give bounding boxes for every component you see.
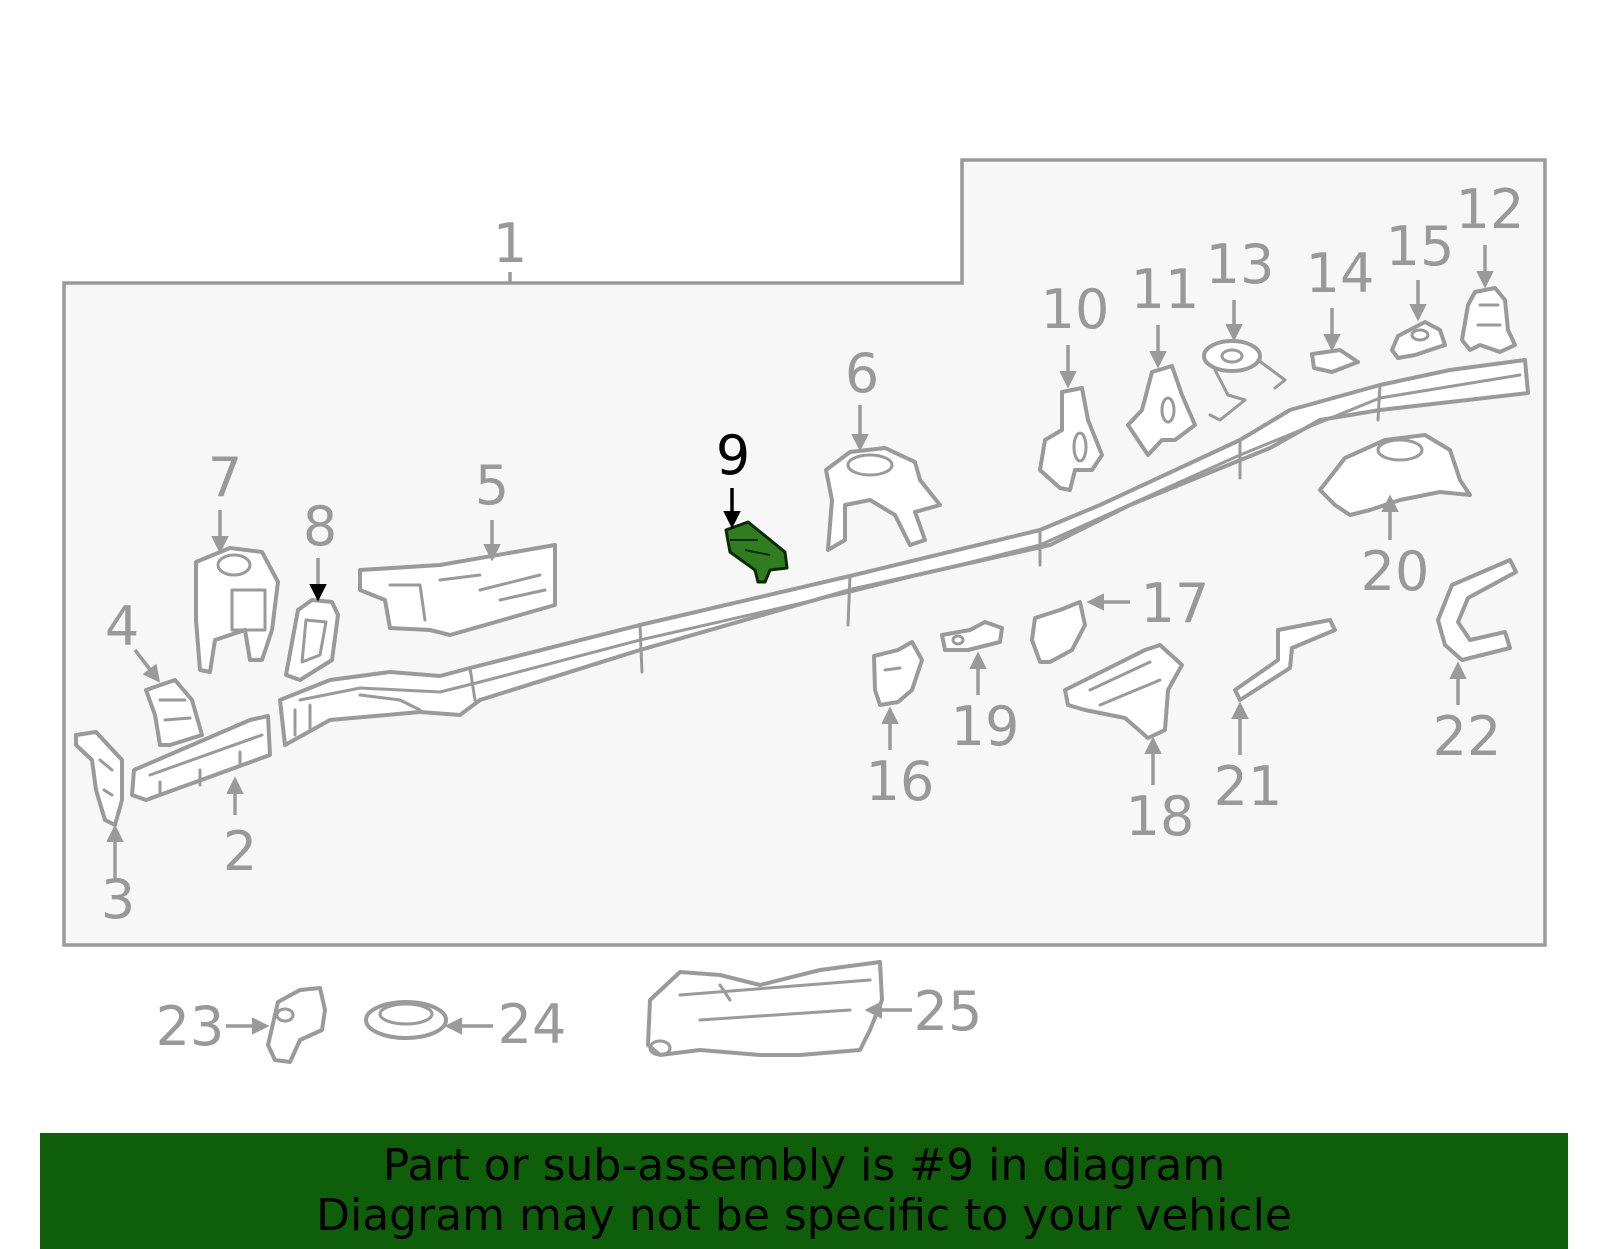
banner-line-1: Part or sub-assembly is #9 in diagram: [382, 1140, 1226, 1191]
label-22: 22: [1433, 705, 1502, 768]
label-1: 1: [493, 212, 527, 275]
part-23: [266, 986, 327, 1064]
label-14: 14: [1306, 242, 1375, 305]
label-15: 15: [1386, 215, 1455, 278]
label-12: 12: [1456, 178, 1525, 241]
label-11: 11: [1131, 258, 1200, 321]
part-19: [940, 620, 1004, 652]
leader-arrows: [106, 245, 1494, 1035]
label-7: 7: [208, 446, 242, 509]
part-17: [1030, 600, 1087, 664]
part-10: [1038, 386, 1104, 492]
part-20: [1318, 433, 1472, 517]
part-3: [74, 730, 124, 827]
label-13: 13: [1206, 233, 1275, 296]
part-24: [364, 1000, 448, 1040]
part-25: [646, 960, 884, 1057]
part-21: [1233, 618, 1337, 702]
label-21: 21: [1214, 755, 1283, 818]
label-17: 17: [1141, 572, 1210, 635]
part-16: [872, 640, 924, 707]
label-3: 3: [101, 868, 135, 931]
label-16: 16: [866, 750, 935, 813]
part-11: [1126, 364, 1197, 457]
part-2: [130, 714, 272, 802]
label-25: 25: [914, 980, 983, 1043]
label-23: 23: [156, 995, 225, 1058]
label-20: 20: [1361, 540, 1430, 603]
part-22: [1436, 558, 1518, 662]
banner-line-2: Diagram may not be specific to your vehi…: [316, 1190, 1292, 1241]
part-18: [1063, 643, 1184, 740]
label-19: 19: [951, 695, 1020, 758]
part-9-highlighted: [724, 520, 789, 584]
label-8: 8: [303, 495, 337, 558]
label-6: 6: [845, 342, 879, 405]
part-15: [1390, 320, 1447, 360]
label-5: 5: [475, 454, 509, 517]
label-2: 2: [223, 820, 257, 883]
label-24: 24: [498, 993, 567, 1056]
label-9: 9: [716, 424, 750, 487]
part-6: [824, 446, 942, 552]
label-18: 18: [1126, 785, 1195, 848]
assembly-panel: [62, 158, 1547, 947]
part-4: [144, 678, 204, 747]
info-banner: Part or sub-assembly is #9 in diagram Di…: [40, 1133, 1568, 1249]
frame-rail: [278, 358, 1530, 747]
label-4: 4: [105, 595, 139, 658]
label-10: 10: [1041, 278, 1110, 341]
part-7: [194, 546, 280, 674]
part-12: [1460, 286, 1517, 354]
